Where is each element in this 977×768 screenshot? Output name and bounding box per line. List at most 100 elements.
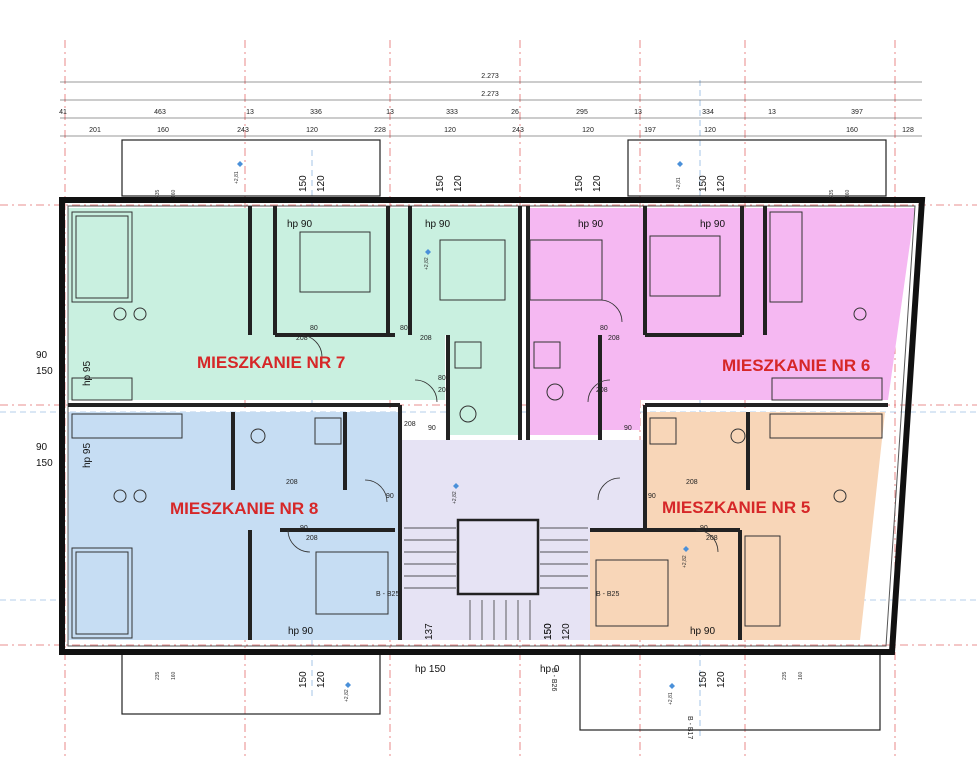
dim-label: 13 — [768, 109, 776, 116]
apartment-7-label: MIESZKANIE NR 7 — [197, 353, 345, 372]
window-w4-label-b: 120 — [716, 175, 727, 192]
bathroom-7 — [448, 335, 520, 435]
door-dim: 208 — [706, 535, 718, 542]
apartment-8-label: MIESZKANIE NR 8 — [170, 499, 318, 518]
hp-label: hp 95 — [82, 443, 93, 468]
door-dim: 90 — [624, 425, 632, 432]
outer-walls — [59, 197, 926, 655]
window-labels: 150 120 150 120 150 120 150 120 150 120 … — [36, 175, 727, 688]
hp-label: hp 95 — [82, 361, 93, 386]
dim-label: 41 — [59, 109, 67, 116]
door-dim-labels: 80 208 80 208 80 208 80 208 90 208 90 20… — [286, 325, 718, 542]
section-mark: B - B26 — [550, 668, 557, 691]
hp-label: hp 90 — [287, 219, 312, 230]
dim-row-2: 201 160 243 120 228 120 243 120 197 120 … — [89, 127, 914, 134]
dim-label: 463 — [154, 109, 166, 116]
level-mark: +2,81 — [668, 692, 674, 705]
door-swings — [287, 299, 719, 553]
window-b3-label-b: 120 — [716, 671, 727, 688]
door-dim: 208 — [404, 421, 416, 428]
window-w2-label-b: 120 — [453, 175, 464, 192]
dim-label: 13 — [246, 109, 254, 116]
level-mark: +2,82 — [424, 257, 430, 270]
dim-label: 197 — [644, 127, 656, 134]
stair-shaft — [404, 518, 588, 640]
dim-label: 228 — [374, 127, 386, 134]
stair-dim: 150 — [543, 623, 554, 640]
dim-label: 334 — [702, 109, 714, 116]
window-w2-label-a: 150 — [435, 175, 446, 192]
door-dim: 208 — [596, 387, 608, 394]
balcony-dim: 235 — [155, 189, 161, 198]
section-mark: B - B25 — [596, 591, 619, 598]
hp-label: hp 90 — [700, 219, 725, 230]
hp-label: hp 90 — [690, 626, 715, 637]
level-mark: +2,81 — [234, 171, 240, 184]
hp-label: hp 90 — [425, 219, 450, 230]
door-dim: 90 — [386, 493, 394, 500]
level-mark: +2,81 — [676, 177, 682, 190]
door-dim: 208 — [608, 335, 620, 342]
door-dim: 90 — [428, 425, 436, 432]
interior-walls — [68, 206, 888, 640]
door-dim: 208 — [686, 479, 698, 486]
door-dim: 208 — [286, 479, 298, 486]
hp-label: hp 90 — [578, 219, 603, 230]
door-dim: 208 — [306, 535, 318, 542]
door-dim: 80 — [600, 325, 608, 332]
door-dim: 208 — [438, 387, 450, 394]
door-dim: 80 — [438, 375, 446, 382]
bathroom-6 — [528, 335, 600, 435]
dim-row-1: 41 463 13 336 13 333 26 295 13 334 13 39… — [59, 109, 863, 116]
window-w1-label-a: 150 — [298, 175, 309, 192]
dim-label: 13 — [386, 109, 394, 116]
apartment-7-zone — [68, 208, 520, 400]
balcony-dim: 235 — [829, 189, 835, 198]
hp-labels: hp 90 hp 90 hp 90 hp 90 hp 95 hp 95 hp 9… — [82, 219, 725, 675]
overall-dim-1: 2.273 — [481, 73, 499, 80]
balcony-dims: 235 160 235 160 235 160 235 160 — [155, 189, 851, 680]
window-b3-label-a: 150 — [698, 671, 709, 688]
door-dim: 208 — [296, 335, 308, 342]
window-w3-label-b: 120 — [592, 175, 603, 192]
dim-label: 295 — [576, 109, 588, 116]
window-b2-label-a: 150 — [543, 623, 554, 640]
apartment-8-zone — [68, 412, 400, 640]
window-b2-label-b: 120 — [561, 623, 572, 640]
window-b1-label-b: 120 — [316, 671, 327, 688]
balcony-dim: 160 — [798, 671, 804, 680]
dim-label: 160 — [157, 127, 169, 134]
dim-label: 333 — [446, 109, 458, 116]
section-mark: B - B25 — [376, 591, 399, 598]
dimension-lines — [60, 81, 922, 137]
furniture — [71, 211, 883, 639]
door-dim: 80 — [310, 325, 318, 332]
dim-label: 120 — [306, 127, 318, 134]
window-left-bottom-a: 90 — [36, 442, 48, 453]
section-mark: B - B17 — [686, 716, 693, 739]
apartment-6-zone — [528, 208, 915, 430]
dim-label: 397 — [851, 109, 863, 116]
dim-label: 128 — [902, 127, 914, 134]
door-dim: 208 — [420, 335, 432, 342]
balcony-dim: 235 — [155, 671, 161, 680]
level-marker-icons — [237, 161, 689, 689]
dim-label: 13 — [634, 109, 642, 116]
level-mark: +2,82 — [452, 491, 458, 504]
dim-label: 120 — [704, 127, 716, 134]
level-marks: +2,81 +2,82 +2,81 +2,82 +2,82 +2,82 +2,8… — [234, 171, 688, 705]
overall-dim-2: 2.273 — [481, 91, 499, 98]
level-mark: +2,82 — [344, 689, 350, 702]
window-w1-label-b: 120 — [316, 175, 327, 192]
door-dim: 90 — [700, 525, 708, 532]
dim-label: 120 — [582, 127, 594, 134]
hp-label: hp 150 — [415, 664, 446, 675]
dim-label: 26 — [511, 109, 519, 116]
window-b1-label-a: 150 — [298, 671, 309, 688]
balcony-dim: 160 — [845, 189, 851, 198]
overall-dims: 2.273 2.273 — [481, 73, 499, 98]
door-dim: 90 — [300, 525, 308, 532]
balcony-dim: 235 — [782, 671, 788, 680]
apartment-6-label: MIESZKANIE NR 6 — [722, 356, 870, 375]
